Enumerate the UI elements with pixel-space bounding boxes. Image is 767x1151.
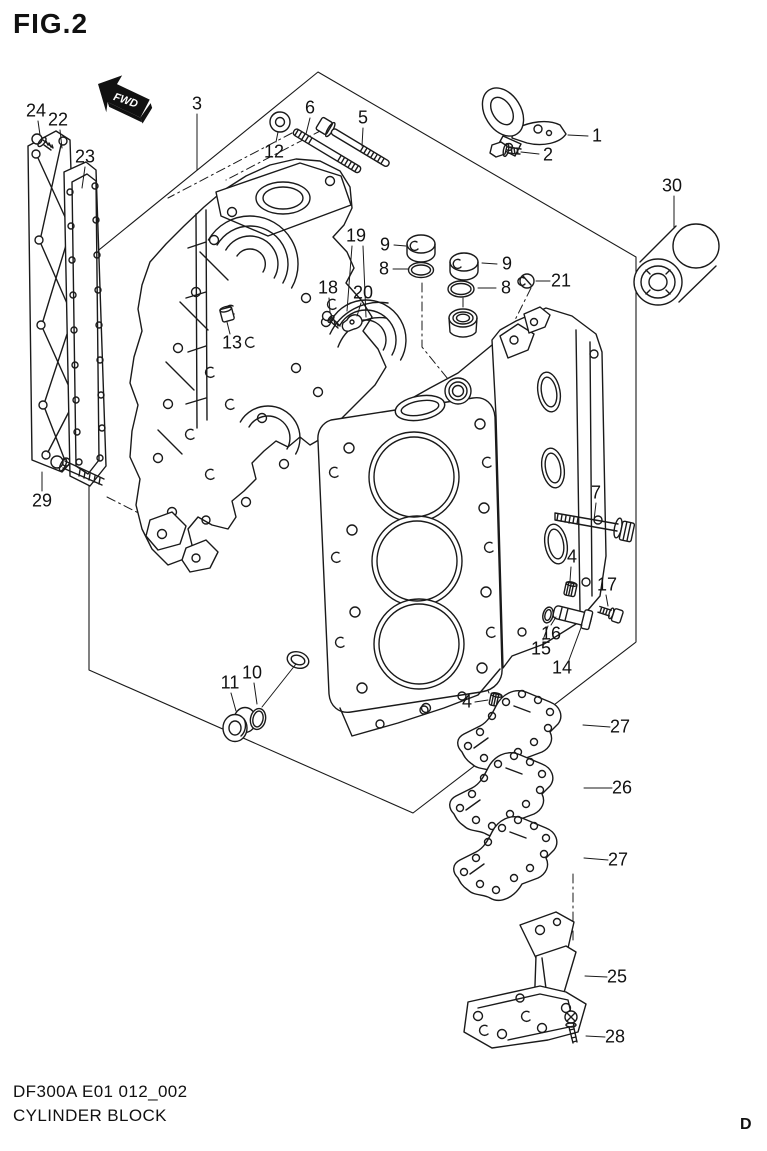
leader-line-6 [305,117,311,135]
oil-filter-drawing [633,223,720,306]
leader-line-9 [393,244,407,247]
leader-line-4 [569,566,572,582]
leader-line-12 [275,131,279,143]
crankcase-half-drawing [129,158,407,573]
long-bolt-drawing [554,512,636,543]
side-bolt-drawing [50,455,105,486]
leader-line-1 [567,134,589,137]
clamp-clip-drawing [341,314,363,332]
engine-hanger-drawing [481,87,567,157]
end-cap-oring-drawing [249,707,267,731]
plug-bolt-drawing [517,273,535,289]
nut-drawing [269,111,291,133]
leader-line-4 [474,699,489,703]
leader-line-18 [328,297,331,313]
leader-line-19 [346,245,353,312]
dowel-pin-drawing [219,305,235,323]
leader-line-15 [542,625,549,641]
stud-bolt-6-drawing [292,128,362,174]
relief-valve-drawing [542,605,624,631]
leader-line-25 [584,975,608,978]
diagram-title: CYLINDER BLOCK [13,1106,167,1125]
hanger-bolt-drawing [489,141,522,158]
leader-line-27 [583,857,609,861]
leader-line-17 [605,594,609,607]
holder-bracket-drawing [463,911,587,1049]
fwd-arrow: FWD [98,75,153,124]
cap-oring-set-drawing [406,234,479,298]
document-code: DF300A E01 012_002 [13,1082,188,1101]
leader-line-13 [226,321,231,335]
stud-bolt-5-drawing [315,116,390,168]
leader-line-14 [568,624,583,661]
leader-line-11 [230,692,237,712]
leader-line-2 [520,151,540,155]
bracket-bolt-drawing [564,1010,578,1044]
plate-bolt-drawing [31,133,54,151]
callout-leader-lines [37,113,675,1038]
leader-line-24 [37,120,41,136]
leader-line-10 [253,682,258,705]
leader-line-19 [362,245,367,318]
leader-line-20 [356,302,362,317]
leader-line-22 [59,129,63,149]
leader-line-28 [585,1035,606,1038]
figure-title: FIG.2 [13,8,89,39]
page-letter: D [740,1116,752,1133]
plate-gasket-drawing [63,161,107,487]
cylinder-block-main-drawing [261,301,607,737]
spring-pin-upper-drawing [563,581,578,598]
leader-line-9 [481,262,498,265]
leader-line-16 [550,616,557,626]
clamp-bolt-drawing [321,310,341,329]
leader-line-23 [81,166,86,189]
leader-line-7 [593,502,597,521]
leader-line-5 [361,127,364,147]
leader-line-27 [582,724,611,728]
